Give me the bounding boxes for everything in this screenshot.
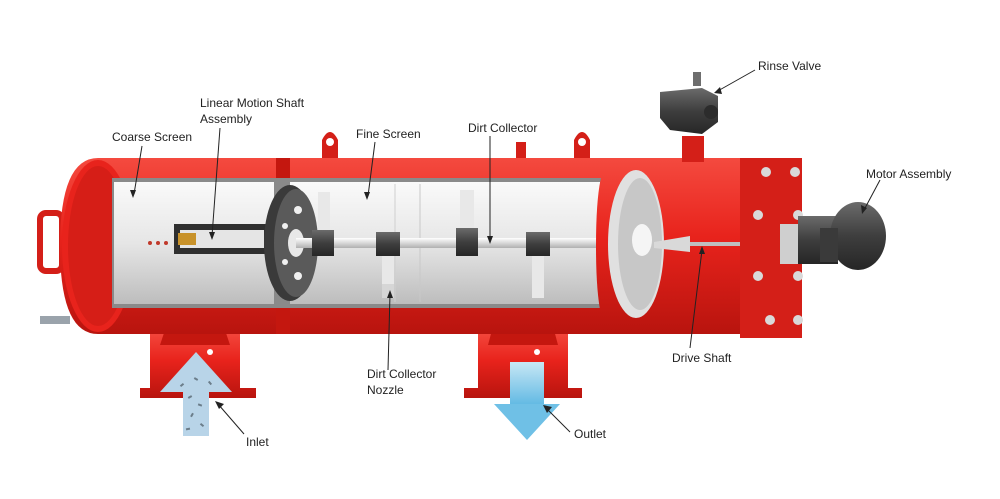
label-linear-motion-line2: Assembly: [200, 112, 253, 126]
outlet-arrow: [494, 362, 560, 440]
motor-assembly: [780, 202, 886, 270]
label-nozzle-line2: Nozzle: [367, 383, 404, 397]
label-fine-screen: Fine Screen: [356, 127, 421, 141]
linear-motion-shaft: [148, 224, 270, 254]
label-outlet: Outlet: [574, 427, 607, 441]
drain-stub: [40, 316, 70, 324]
lifting-lugs: [322, 132, 590, 158]
leader-lines: [133, 69, 881, 435]
label-drive-shaft: Drive Shaft: [672, 351, 732, 365]
leader-arrowheads: [130, 87, 867, 413]
label-dirt-collector: Dirt Collector: [468, 121, 538, 135]
drive-shaft: [654, 236, 740, 252]
label-linear-motion-line1: Linear Motion Shaft: [200, 96, 305, 110]
end-cap: [596, 158, 803, 338]
inlet-arrow: [160, 352, 232, 436]
label-motor-assembly: Motor Assembly: [866, 167, 952, 181]
label-coarse-screen: Coarse Screen: [112, 130, 193, 144]
label-rinse-valve: Rinse Valve: [758, 59, 822, 73]
label-inlet: Inlet: [246, 435, 269, 449]
rinse-valve: [660, 72, 718, 162]
dirt-collector-units: [312, 190, 550, 298]
vessel-handle: [37, 210, 65, 274]
label-nozzle-line1: Dirt Collector: [367, 367, 437, 381]
